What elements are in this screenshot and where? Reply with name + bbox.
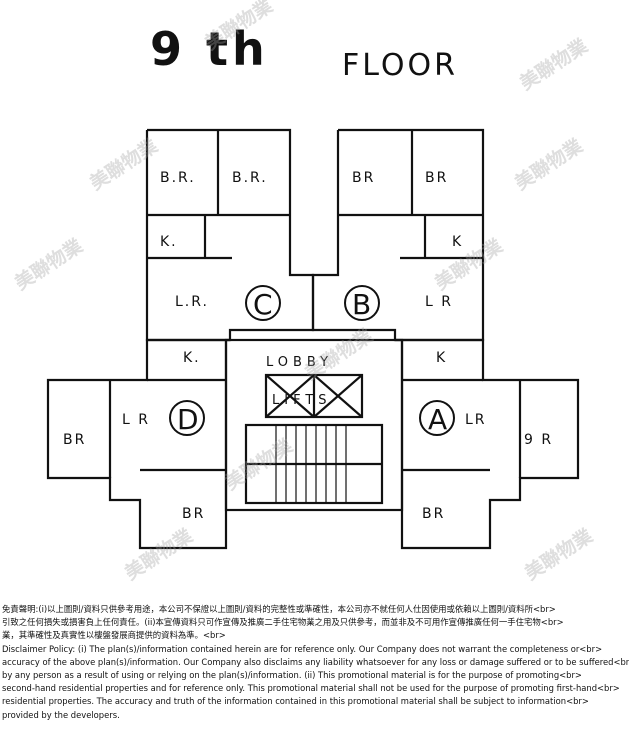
unit-c-circle xyxy=(245,285,281,321)
disclaimer-text: 免責聲明:(i)以上圖則/資料只供參考用途，本公司不保證以上圖則/資料的完整性或… xyxy=(2,603,629,722)
floor-plan-drawing: B.R. B.R. BR BR K. K L.R. L R K. K L R L… xyxy=(46,128,580,550)
lift-cross xyxy=(313,374,363,418)
disclaimer-line: 免責聲明:(i)以上圖則/資料只供參考用途，本公司不保證以上圖則/資料的完整性或… xyxy=(2,604,556,614)
room-label-bedroom: BR xyxy=(63,432,86,448)
disclaimer-line: 業，其準確性及真實性以樓盤發展商提供的資料為準。<br> xyxy=(2,630,226,641)
room-label-bedroom: BR xyxy=(352,170,375,186)
room-label-living: LR xyxy=(465,412,487,428)
room-label-bedroom: BR xyxy=(425,170,448,186)
unit-letter-c: C xyxy=(253,288,273,321)
lift-cross xyxy=(265,374,315,418)
room-label-bedroom: 9 R xyxy=(524,432,553,448)
unit-d-circle xyxy=(169,400,205,436)
core-outline xyxy=(224,338,404,512)
room-label-kitchen: K. xyxy=(160,234,178,250)
unit-b-circle xyxy=(344,285,380,321)
floor-word-title: FLOOR xyxy=(342,48,458,83)
stair-treads xyxy=(275,425,347,503)
room-label-living: L R xyxy=(122,412,150,428)
floor-number-title: 9 th xyxy=(150,22,269,76)
room-label-bedroom: B.R. xyxy=(232,170,268,186)
wall-unit-b xyxy=(311,128,485,342)
room-label-kitchen: K xyxy=(452,234,463,250)
disclaimer-line: 引致之任何損失或損害負上任何責任。(ii)本宣傳資料只可作宣傳及推廣二手住宅物業… xyxy=(2,617,564,628)
disclaimer-line: second-hand residential properties and f… xyxy=(2,683,620,694)
disclaimer-line: Disclaimer Policy: (i) The plan(s)/infor… xyxy=(2,643,603,654)
disclaimer-line: provided by the developers. xyxy=(2,709,120,720)
unit-letter-a: A xyxy=(428,403,447,436)
unit-a-circle xyxy=(419,400,455,436)
disclaimer-line: by any person as a result of using or re… xyxy=(2,670,582,681)
room-label-kitchen: K xyxy=(436,350,447,366)
room-label-bedroom: BR xyxy=(182,506,205,522)
room-label-bedroom: BR xyxy=(422,506,445,522)
unit-letter-d: D xyxy=(177,403,199,436)
room-label-living: L R xyxy=(425,294,453,310)
unit-letter-b: B xyxy=(352,288,371,321)
room-label-bedroom: B.R. xyxy=(160,170,196,186)
disclaimer-line: residential properties. The accuracy and… xyxy=(2,696,589,707)
lobby-label: LOBBY xyxy=(266,355,333,370)
room-label-living: L.R. xyxy=(175,294,209,310)
disclaimer-line: accuracy of the above plan(s)/informatio… xyxy=(2,656,629,667)
lifts-label: LIFTS xyxy=(272,393,332,408)
room-label-kitchen: K. xyxy=(183,350,201,366)
